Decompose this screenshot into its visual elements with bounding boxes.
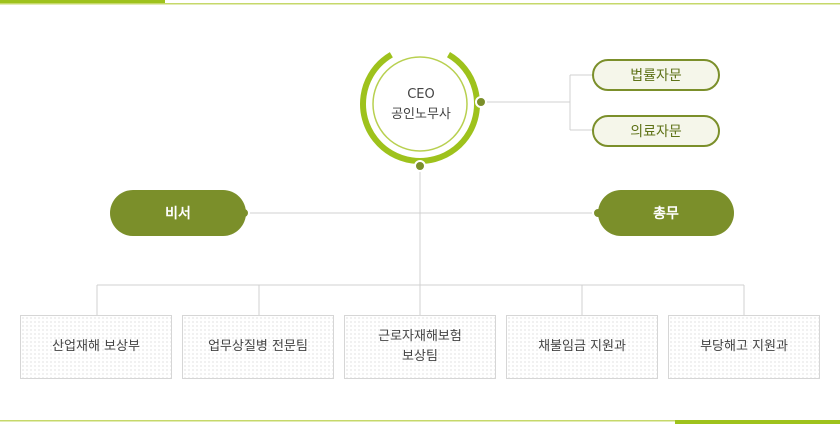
dept-label: 부당해고 지원과 xyxy=(700,339,788,354)
top-thin-line xyxy=(0,3,840,5)
staff-general-affairs-label: 총무 xyxy=(653,206,679,222)
ceo-node: CEO 공인노무사 xyxy=(371,85,471,125)
staff-secretary-label: 비서 xyxy=(165,206,191,222)
bottom-accent-bar xyxy=(675,420,840,424)
bottom-thin-line xyxy=(0,420,840,422)
top-accent-bar xyxy=(0,0,165,4)
staff-general-affairs: 총무 xyxy=(598,190,734,236)
advisor-legal: 법률자문 xyxy=(592,59,720,91)
connector-lines xyxy=(96,74,745,315)
dept-label: 업무상질병 전문팀 xyxy=(208,339,308,354)
dept-worker-insurance: 근로자재해보험 보상팀 xyxy=(344,315,496,379)
dept-label: 채불임금 지원과 xyxy=(538,339,626,354)
dept-label: 근로자재해보험 보상팀 xyxy=(378,329,462,364)
dept-label: 산업재해 보상부 xyxy=(52,339,140,354)
ceo-outer-ring xyxy=(360,44,480,164)
ceo-subtitle: 공인노무사 xyxy=(391,107,451,122)
dept-occupational-disease: 업무상질병 전문팀 xyxy=(182,315,334,379)
dept-unfair-dismissal: 부당해고 지원과 xyxy=(668,315,820,379)
staff-secretary: 비서 xyxy=(110,190,246,236)
dept-industrial-accident: 산업재해 보상부 xyxy=(20,315,172,379)
ceo-inner-ring xyxy=(372,56,468,152)
advisor-legal-label: 법률자문 xyxy=(630,68,682,84)
ceo-title: CEO xyxy=(407,87,435,102)
dept-unpaid-wages: 채불임금 지원과 xyxy=(506,315,658,379)
advisor-medical: 의료자문 xyxy=(592,115,720,147)
advisor-medical-label: 의료자문 xyxy=(630,124,682,140)
